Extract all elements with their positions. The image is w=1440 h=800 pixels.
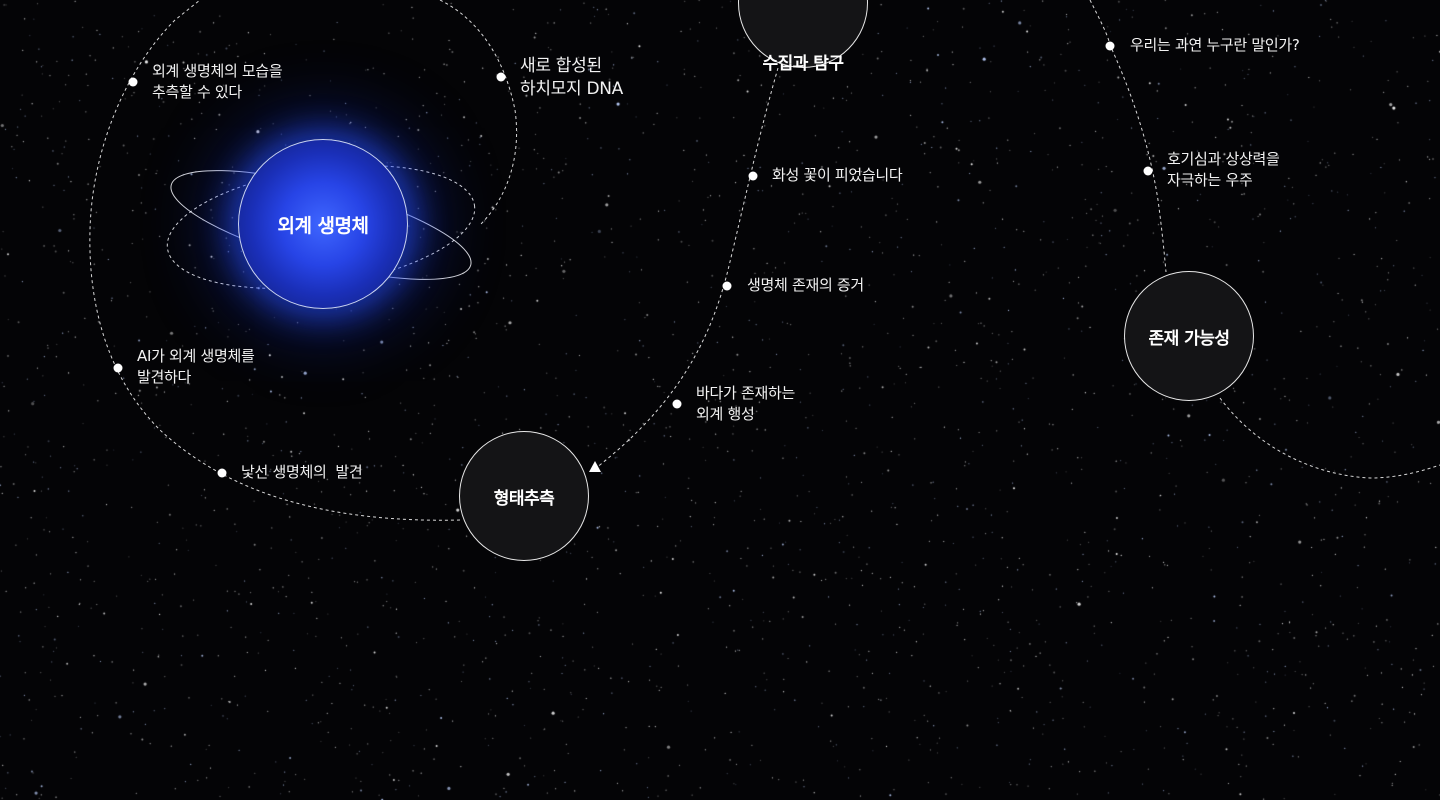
topic-link-curiosity-universe[interactable]: 호기심과 상상력을 자극하는 우주 [1167,150,1280,189]
dot-right-1 [1105,41,1115,51]
middle-orbit-path [595,67,779,469]
dot-left-3 [113,363,123,373]
dot-middle-2 [722,281,732,291]
form-arrow-icon [589,461,601,472]
topic-link-who-are-we[interactable]: 우리는 과연 누구란 말인가? [1130,36,1300,54]
existence-possibility-node[interactable]: 존재 가능성 [1124,271,1254,401]
right-orbit-path-bottom [1219,397,1440,479]
dot-middle-3 [672,399,682,409]
dot-right-2 [1143,166,1153,176]
collect-explore-node[interactable]: 수집과 탐구 [738,0,868,74]
topic-link-mars-flower[interactable]: 화성 꽃이 피었습니다 [772,166,903,184]
topic-link-guess-shape[interactable]: 외계 생명체의 모습을 추측할 수 있다 [152,62,283,101]
dot-middle-1 [748,171,758,181]
existence-possibility-node-label: 존재 가능성 [1148,328,1230,349]
left-orbit-path [89,0,461,521]
topic-link-ocean-planet[interactable]: 바다가 존재하는 외계 행성 [696,384,795,423]
right-orbit-path-top [1089,0,1167,273]
collect-explore-node-label: 수집과 탐구 [762,53,844,74]
alien-life-planet-node[interactable]: 외계 생명체 [238,139,408,309]
dot-left-1 [128,77,138,87]
topic-link-ai-discovers[interactable]: AI가 외계 생명체를 발견하다 [137,347,255,386]
form-guess-node-label: 형태추측 [493,488,555,509]
left-orbit-arc-top-right [439,0,518,226]
alien-life-node-label: 외계 생명체 [277,214,369,237]
topic-link-strange-life[interactable]: 낯선 생명체의 발견 [241,463,363,481]
topic-link-life-evidence[interactable]: 생명체 존재의 증거 [747,276,864,294]
dot-left-2 [496,72,506,82]
topic-link-hachimoji-dna[interactable]: 새로 합성된 하치모지 DNA [520,56,624,99]
form-guess-node[interactable]: 형태추측 [459,431,589,561]
dot-left-4 [217,468,227,478]
